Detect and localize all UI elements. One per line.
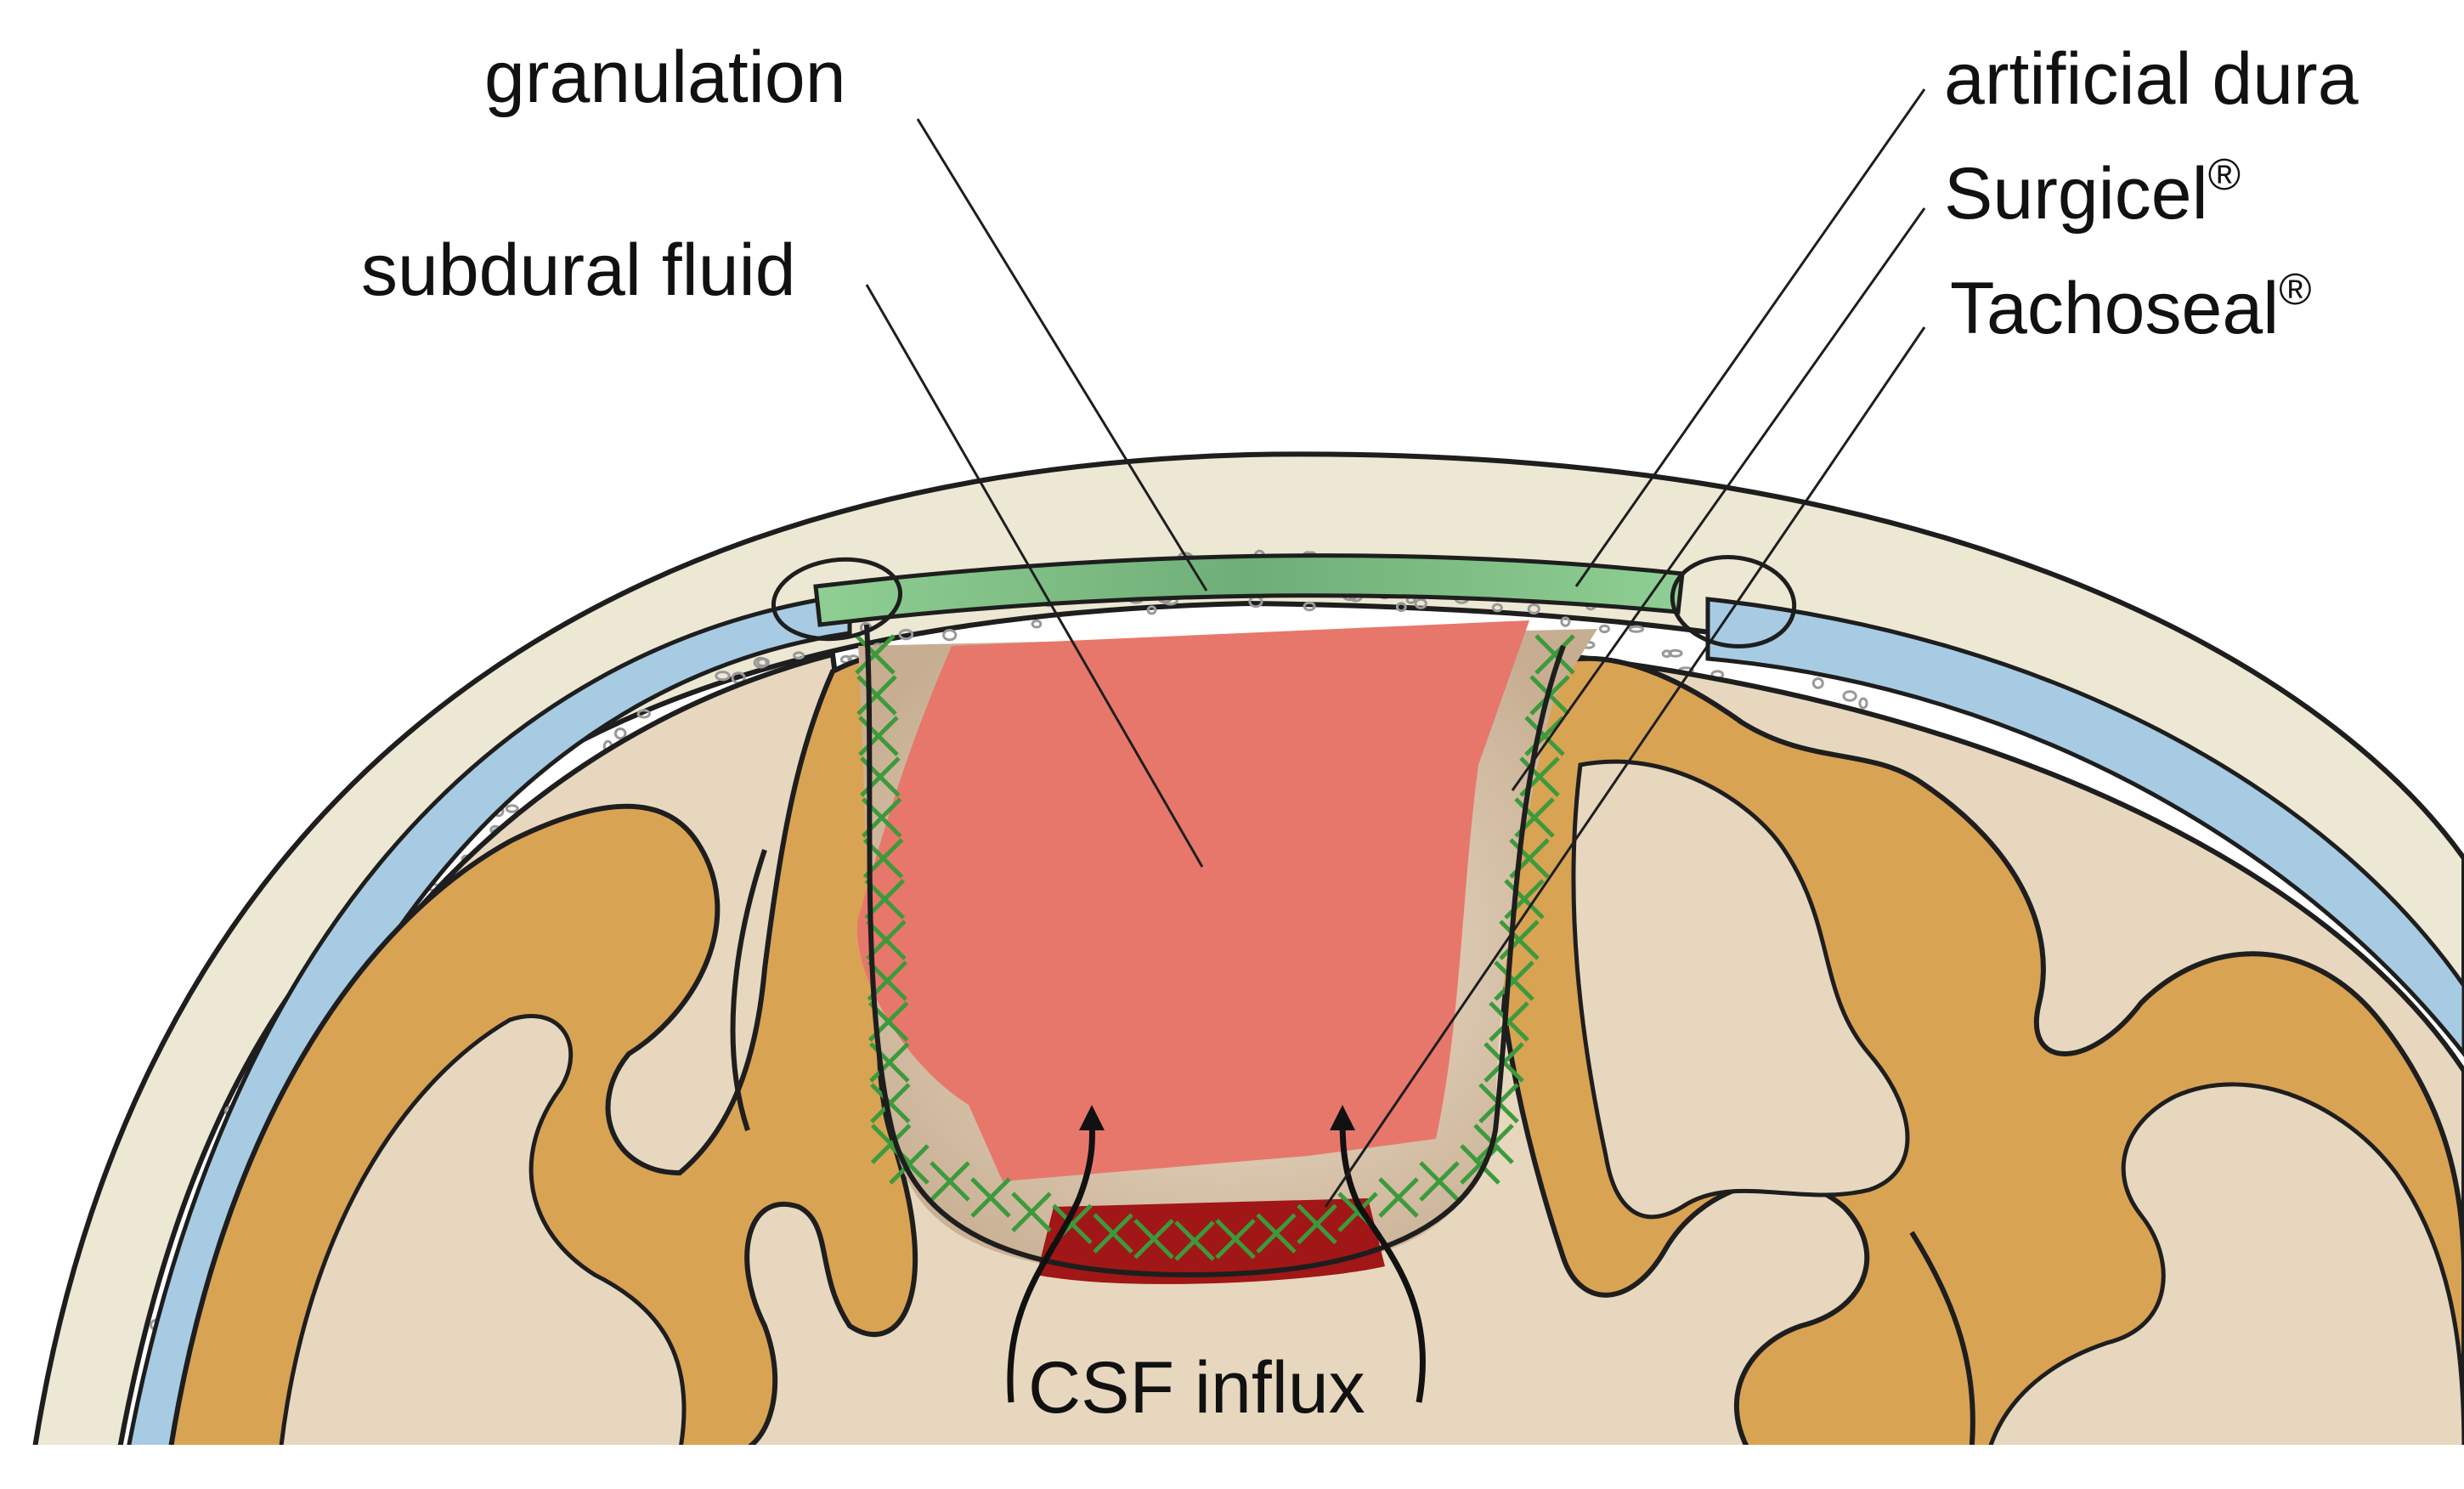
mesh-cross [970, 1177, 1011, 1218]
mesh-cross [1378, 1177, 1419, 1218]
mesh-cross [1174, 1220, 1215, 1261]
label-surgicel: Surgicel® [1944, 153, 2241, 230]
csf-arrow-left [1007, 1113, 1096, 1403]
mesh-cross [1215, 1218, 1256, 1260]
leader-surgicel [1511, 207, 1926, 791]
mesh-cross [1133, 1218, 1174, 1260]
subdural-fluid [856, 620, 1529, 1181]
mesh-cross [858, 716, 899, 756]
registered-mark: ® [2207, 150, 2241, 200]
mesh-cross [1297, 1203, 1337, 1245]
suture-left [771, 557, 903, 642]
bone-pore [1858, 697, 1868, 710]
label-surgicel-text: Surgicel [1944, 153, 2208, 235]
mesh-cross [1489, 1001, 1529, 1042]
bone-pore [1598, 624, 1611, 634]
label-artificial-dura: artificial dura [1944, 38, 2359, 120]
mesh-cross [856, 675, 897, 716]
cavity-wall-outline [864, 624, 1566, 1278]
label-csf-influx: CSF influx [1028, 1347, 1365, 1429]
registered-mark: ® [2279, 265, 2312, 314]
white-matter-gyrus-left [279, 1014, 687, 1445]
bone-pore [1811, 677, 1824, 689]
mesh-cross [870, 1083, 911, 1124]
label-granulation: granulation [484, 37, 846, 118]
bone-pore [1628, 625, 1645, 633]
bone-pore [1491, 603, 1503, 613]
white-matter-gyrus-far-right [1988, 1082, 2464, 1445]
csf-layer-right [1705, 597, 2464, 1058]
mesh-cross [1011, 1192, 1052, 1232]
bone-pore [898, 628, 914, 641]
mesh-cross [1460, 1144, 1500, 1185]
mesh-cross [1494, 960, 1534, 1001]
mesh-cross [1524, 716, 1565, 756]
mesh-cross [855, 634, 896, 675]
bone-pore [793, 651, 805, 660]
bone-pore [1395, 602, 1407, 613]
bone-pore [1303, 601, 1316, 612]
mesh-cross [1419, 1161, 1460, 1202]
bone-pore [1560, 616, 1571, 627]
csf-arrow-right [1339, 1113, 1426, 1403]
label-tachoseal-text: Tachoseal [1950, 268, 2280, 349]
bone-pore [753, 656, 768, 669]
bone-pore [1842, 690, 1857, 702]
leader-artificial-dura [1574, 88, 1926, 587]
bone-pore [1668, 648, 1683, 658]
bone-pore [1146, 605, 1157, 615]
sulcus-left [730, 849, 767, 1131]
leader-lines [865, 88, 1926, 1208]
bone-pore [636, 709, 651, 719]
mesh-cross [1499, 920, 1540, 960]
mesh-cross [1534, 634, 1575, 675]
mesh-cross [930, 1161, 970, 1202]
mesh-cross [1256, 1213, 1297, 1254]
bone-pore [942, 629, 958, 642]
csf-arrowhead-left [1079, 1105, 1105, 1130]
bone-pore [505, 804, 519, 813]
leader-granulation [916, 118, 1208, 592]
label-subdural-fluid: subdural fluid [361, 229, 796, 311]
csf-arrowhead-right [1330, 1105, 1355, 1130]
suture-right [1670, 555, 1797, 648]
white-matter-gyrus-right [1571, 759, 1910, 1220]
bone-pore [1414, 597, 1427, 609]
bone-pore [715, 671, 731, 682]
bone-pore [1031, 619, 1043, 629]
csf-influx-arrows [1007, 1113, 1426, 1403]
leader-tachoseal [1324, 326, 1926, 1208]
bone-pore [613, 728, 627, 740]
sulcus-right [1909, 1231, 1975, 1445]
label-tachoseal: Tachoseal® [1950, 268, 2312, 345]
bone-pore [1527, 603, 1540, 614]
bone-pore [1661, 649, 1672, 659]
leader-subdural-fluid [865, 284, 1204, 868]
mesh-cross [1093, 1213, 1133, 1254]
